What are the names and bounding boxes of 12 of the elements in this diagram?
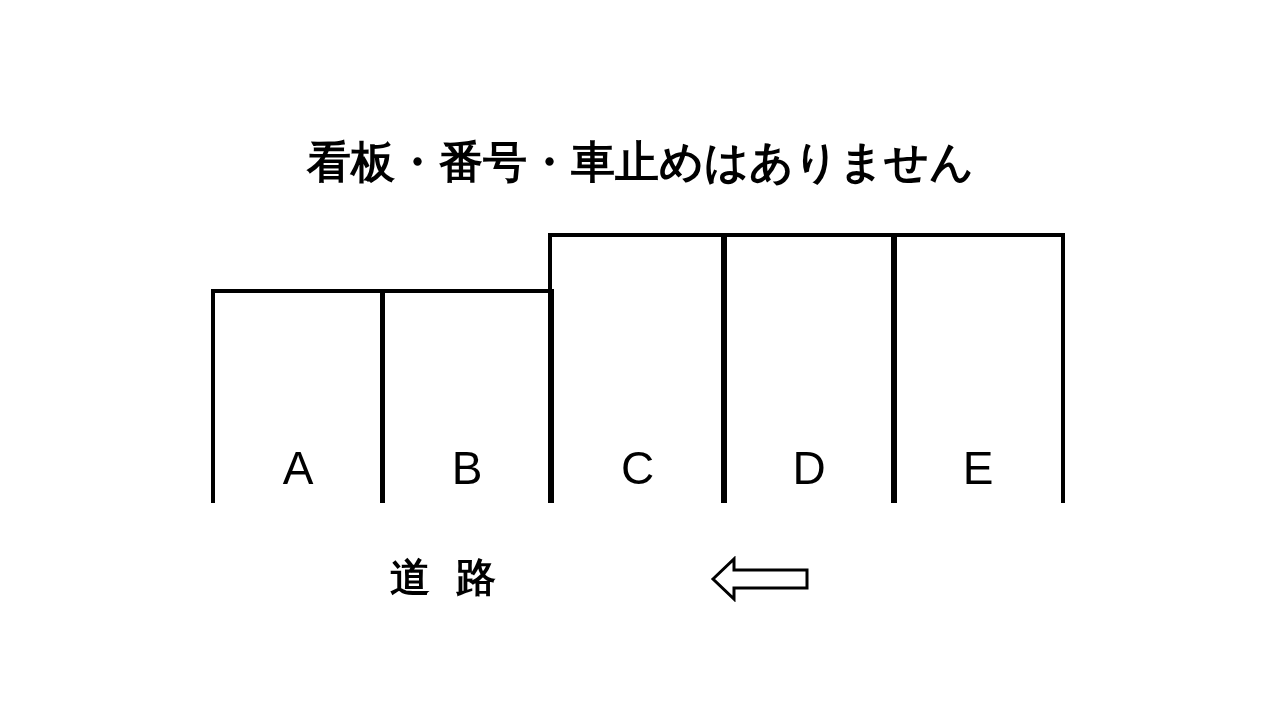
parking-bay xyxy=(721,233,897,503)
bay-letter: B xyxy=(450,441,484,495)
parking-bay xyxy=(891,233,1065,503)
bay-letter: C xyxy=(619,441,656,495)
bay-letter: E xyxy=(961,441,995,495)
parking-bay xyxy=(548,233,727,503)
parking-bay xyxy=(380,289,554,503)
bay-letter: D xyxy=(791,441,827,495)
title: 看板・番号・車止めはありません xyxy=(305,135,975,189)
parking-bay xyxy=(211,289,385,503)
bay-letter: A xyxy=(281,441,315,495)
road-label: 道路 xyxy=(390,553,522,602)
